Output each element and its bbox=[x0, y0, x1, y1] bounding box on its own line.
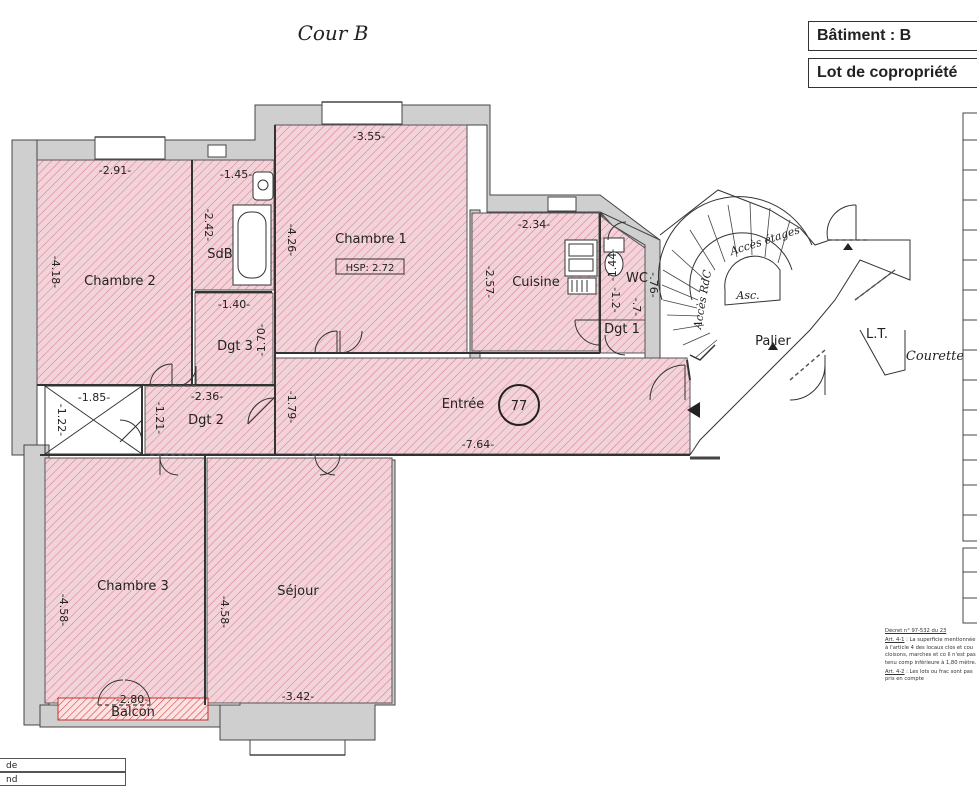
balcony bbox=[57, 697, 209, 721]
lot-table bbox=[962, 112, 977, 624]
legal-art-1: Art. 4-1 : La superficie mentionnée à l'… bbox=[885, 637, 977, 667]
stove-icon bbox=[567, 277, 597, 295]
stairwell bbox=[658, 189, 911, 456]
legend-row-1: de bbox=[0, 758, 126, 772]
dim-wc-width: -1.44- bbox=[606, 249, 619, 281]
ceiling-height-label: HSP: 2.72 bbox=[346, 263, 395, 274]
dim-chambre-2-width: -2.91- bbox=[99, 164, 131, 177]
legal-notice: Décret n° 97-532 du 23 Art. 4-1 : La sup… bbox=[885, 628, 977, 686]
room-label-entree: Entrée bbox=[442, 397, 485, 412]
bathtub-icon bbox=[232, 204, 272, 286]
building-box: Bâtiment : B bbox=[808, 21, 977, 51]
dim-chambre-1-width: -3.55- bbox=[353, 130, 385, 143]
lift-label: Asc. bbox=[735, 289, 759, 302]
dim-entree-width: -7.64- bbox=[462, 438, 494, 451]
dim-closet-height: -1.22- bbox=[55, 404, 68, 436]
legend-box: de nd bbox=[0, 758, 126, 786]
room-sejour bbox=[206, 457, 393, 704]
kitchen-sink-icon bbox=[564, 239, 598, 277]
legal-art-2-text: : Les lots ou frac sont pas pris en comp… bbox=[885, 669, 973, 683]
room-chambre-3 bbox=[44, 457, 206, 704]
room-label-dgt-2: Dgt 2 bbox=[188, 413, 224, 428]
dim-dgt-1-width: -1.2- bbox=[609, 287, 622, 312]
sink-icon bbox=[252, 171, 274, 201]
courtyard-label: Cour B bbox=[298, 21, 369, 45]
dim-chambre-2-height: -4.18- bbox=[49, 256, 62, 288]
toilet-icon bbox=[603, 237, 625, 277]
lot-number-circle bbox=[498, 384, 540, 426]
building-label: Bâtiment : B bbox=[817, 27, 912, 44]
landing-doors bbox=[789, 204, 906, 401]
legal-art-1-text: : La superficie mentionnée à l'article 4… bbox=[885, 637, 977, 666]
stair-ground-label: Accès RdC bbox=[691, 268, 714, 331]
dim-sdb-height: -2.42- bbox=[202, 209, 215, 241]
legal-art-2: Art. 4-2 : Les lots ou frac sont pas pri… bbox=[885, 669, 977, 684]
dim-chambre-3-width: -2.80- bbox=[116, 693, 148, 706]
dim-closet-width: -1.85- bbox=[78, 391, 110, 404]
lot-number: 77 bbox=[511, 399, 528, 414]
dim-dgt-3-height: -1.70- bbox=[255, 324, 268, 356]
room-label-chambre-2: Chambre 2 bbox=[84, 274, 156, 289]
lot-box: Lot de copropriété bbox=[808, 58, 977, 88]
doors bbox=[97, 221, 686, 706]
legal-art-2-title: Art. 4-2 bbox=[885, 669, 905, 676]
dim-wc-height: -.76- bbox=[647, 272, 660, 297]
room-chambre-2 bbox=[36, 159, 193, 386]
dim-chambre-1-height: -4.26- bbox=[285, 224, 298, 256]
dim-entree-height: -1.79- bbox=[285, 391, 298, 423]
dim-sejour-height: -4.58- bbox=[218, 596, 231, 628]
dim-dgt-2-width: -2.36- bbox=[191, 390, 223, 403]
stair-upper-label: Accès étages bbox=[727, 223, 801, 258]
windows bbox=[94, 101, 577, 756]
room-label-dgt-3: Dgt 3 bbox=[217, 339, 253, 354]
arrow-markers bbox=[687, 243, 853, 418]
room-dgt-3 bbox=[194, 292, 274, 386]
lot-label: Lot de copropriété bbox=[817, 64, 958, 81]
dim-sdb-width: -1.45- bbox=[220, 168, 252, 181]
dim-sejour-width: -3.42- bbox=[282, 690, 314, 703]
dim-dgt-3-width: -1.40- bbox=[218, 298, 250, 311]
courette-label: Courette bbox=[906, 349, 965, 364]
dim-cuisine-height: -2.57- bbox=[483, 266, 496, 298]
room-label-balcon: Balcon bbox=[111, 705, 155, 720]
room-label-chambre-1: Chambre 1 bbox=[335, 232, 407, 247]
legal-art-1-title: Art. 4-1 bbox=[885, 637, 905, 644]
dim-dgt-1-height: -.7- bbox=[630, 298, 643, 316]
room-label-sejour: Séjour bbox=[277, 584, 319, 599]
dim-cuisine-width: -2.34- bbox=[518, 218, 550, 231]
ceiling-height-box bbox=[335, 258, 405, 275]
interior-walls bbox=[37, 125, 691, 705]
room-label-chambre-3: Chambre 3 bbox=[97, 579, 169, 594]
legal-decree: Décret n° 97-532 du 23 bbox=[885, 628, 947, 634]
room-label-dgt-1: Dgt 1 bbox=[604, 322, 640, 337]
room-label-lt: L.T. bbox=[866, 327, 888, 342]
room-label-sdb: SdB bbox=[207, 247, 232, 262]
legend-row-2: nd bbox=[0, 772, 126, 786]
dim-dgt-2-height: -1.21- bbox=[153, 402, 166, 434]
room-chambre-1 bbox=[274, 124, 468, 354]
room-label-cuisine: Cuisine bbox=[512, 275, 560, 290]
room-label-wc: WC bbox=[626, 271, 648, 286]
room-dgt-2 bbox=[144, 385, 276, 455]
room-label-palier: Palier bbox=[755, 334, 791, 349]
dim-chambre-3-height: -4.58- bbox=[57, 594, 70, 626]
